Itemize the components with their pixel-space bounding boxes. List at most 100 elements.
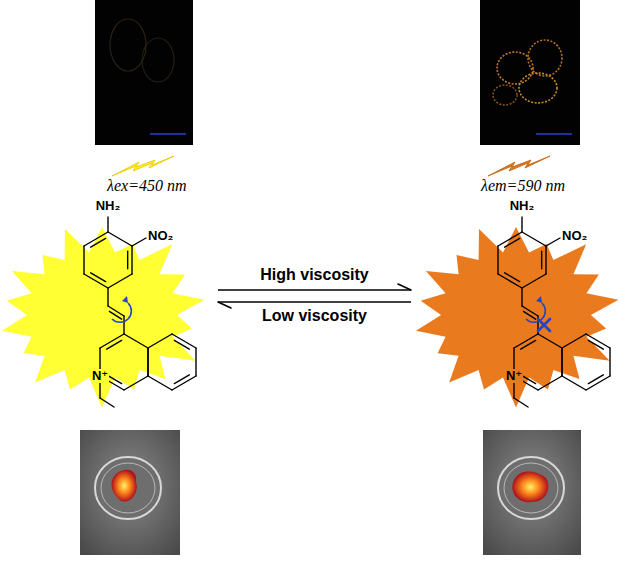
wavelength-label: λex=450 nm [107, 177, 186, 195]
rotation-arrow [526, 303, 545, 322]
chemical-bond [538, 334, 562, 348]
scale-bar [536, 133, 572, 135]
cell-outline [519, 73, 557, 103]
starburst-shape [414, 195, 629, 425]
dish [95, 457, 161, 519]
chemical-bond [124, 334, 148, 348]
equilibrium-arrowhead [218, 302, 231, 308]
chemical-bond [148, 376, 172, 390]
chemical-bond [195, 348, 196, 376]
signal-blob [512, 472, 548, 503]
chemical-bond [108, 274, 132, 288]
confocal-image-dark [95, 0, 193, 145]
image-frame [95, 0, 193, 145]
molecule-structure [84, 217, 196, 407]
atom-label: NO₂ [561, 229, 588, 243]
dish-rim [504, 463, 558, 513]
imaging-photo [483, 430, 581, 555]
chemical-bond [91, 238, 106, 247]
image-frame [480, 0, 580, 145]
chemical-bond [123, 316, 124, 334]
chemical-bond [174, 375, 189, 384]
chemical-bond [497, 246, 498, 274]
signal-blob [112, 470, 137, 502]
chemical-bond [541, 251, 542, 268]
equilibrium-line [218, 301, 411, 303]
chemical-bond [107, 288, 108, 306]
chemical-bond [124, 376, 148, 390]
cell-outline [142, 38, 174, 82]
chemical-bond [127, 251, 128, 268]
cell-outline [110, 19, 146, 71]
photo-ground [483, 430, 581, 555]
chemical-bond [562, 376, 586, 390]
atom-label: NO₂ [147, 229, 174, 243]
molecule-structure [498, 217, 610, 407]
chemical-bond [546, 238, 560, 246]
chemical-bond [83, 246, 84, 274]
chemical-bond [108, 306, 124, 316]
wavelength-label: λem=590 nm [481, 177, 565, 195]
cell-outline [528, 40, 562, 76]
chemical-bond [109, 311, 121, 319]
chemical-bond [132, 238, 146, 246]
chemical-bond [538, 376, 562, 390]
atom-label: NH₂ [509, 199, 536, 213]
lightning-bolt [488, 156, 550, 176]
chemical-bond [588, 375, 603, 384]
chemical-bond [561, 348, 562, 376]
chemical-bond [505, 238, 520, 247]
equilibrium-arrow [218, 284, 411, 290]
lightning-bolt [112, 156, 174, 176]
blocked-cross [538, 319, 550, 331]
chemical-bond [588, 340, 603, 349]
chemical-bond [107, 217, 108, 232]
scale-bar [150, 133, 186, 135]
rotation-arrow [112, 303, 131, 322]
cell-outline [493, 85, 517, 105]
equilibrium-line [218, 289, 411, 291]
chemical-bond [521, 288, 522, 306]
chemical-bond [521, 217, 522, 232]
rotation-arrowhead [536, 296, 542, 303]
starburst-shape [0, 195, 215, 425]
molecule-node: NH₂ NO₂ N⁺ [414, 195, 629, 425]
confocal-image-bright [480, 0, 580, 145]
chemical-bond [91, 273, 106, 282]
cell-outline [497, 52, 533, 84]
arrow-label: Low viscosity [260, 307, 369, 325]
imaging-photo [80, 430, 180, 555]
photo-ground [80, 430, 180, 555]
chemical-bond [561, 348, 562, 376]
dish-rim [101, 463, 155, 513]
chemical-bond [514, 398, 528, 407]
atom-label: N⁺ [91, 369, 109, 383]
starburst [416, 227, 618, 407]
chemical-bond [523, 311, 535, 319]
chemical-bond [505, 273, 520, 282]
arrow-label: High viscosity [258, 266, 370, 284]
atom-label: N⁺ [505, 369, 523, 383]
chemical-bond [147, 348, 148, 376]
rotation-arrowhead [122, 296, 128, 303]
chemical-bond [609, 348, 610, 376]
chemical-bond [521, 340, 536, 349]
chemical-bond [108, 232, 132, 246]
molecule-node: NH₂ NO₂ N⁺ [0, 195, 215, 425]
chemical-bond [148, 334, 172, 348]
atom-label: NH₂ [95, 199, 122, 213]
chemical-bond [131, 246, 132, 274]
chemical-bond [147, 348, 148, 376]
blocked-cross [538, 319, 550, 331]
starburst [2, 227, 204, 407]
chemical-bond [522, 306, 538, 316]
chemical-bond [522, 232, 546, 246]
chemical-bond [545, 246, 546, 274]
chemical-bond [107, 340, 122, 349]
chemical-bond [174, 340, 189, 349]
dish [498, 457, 564, 519]
chemical-bond [522, 274, 546, 288]
chemical-bond [562, 334, 586, 348]
chemical-bond [100, 398, 114, 407]
